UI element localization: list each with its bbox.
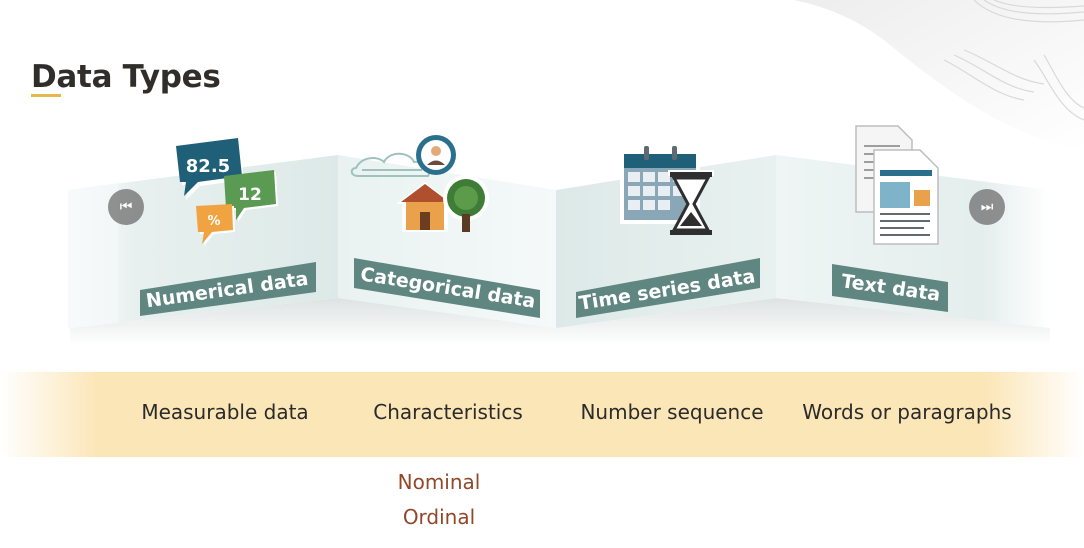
description-numerical: Measurable data xyxy=(141,400,309,424)
descriptions-band xyxy=(0,372,1084,457)
house-roof xyxy=(401,184,449,202)
banner-shadow xyxy=(70,298,1050,345)
bubble-value-percent: % xyxy=(207,214,220,229)
calendar-hourglass-icon xyxy=(620,146,714,235)
subtype-nominal: Nominal xyxy=(397,470,481,494)
description-time-series: Number sequence xyxy=(580,400,764,424)
subtype-ordinal: Ordinal xyxy=(402,505,476,529)
description-categorical: Characteristics xyxy=(373,400,523,424)
cloud-icon xyxy=(350,152,431,177)
numbers-bubbles-icon: 82.5 12 % xyxy=(176,138,278,246)
bubble-value-82-5: 82.5 xyxy=(186,156,230,177)
page-title: Data Types xyxy=(31,58,221,95)
label-ribbon-categorical xyxy=(354,258,540,318)
label-ribbon-numerical xyxy=(140,262,316,316)
label-ribbon-time-series xyxy=(576,258,760,318)
house-tree-person-icon xyxy=(350,135,489,232)
skip-next-icon[interactable]: ⏭ xyxy=(969,189,1005,225)
label-ribbon-text xyxy=(832,264,948,312)
data-types-folded-banner: Numerical data Categorical data Time ser… xyxy=(68,125,1050,345)
description-text: Words or paragraphs xyxy=(802,400,1012,424)
documents-icon xyxy=(855,125,939,245)
title-underline xyxy=(31,94,61,97)
bubble-value-12: 12 xyxy=(238,185,262,205)
skip-previous-icon[interactable]: ⏮ xyxy=(108,189,144,225)
decorative-corner-pattern xyxy=(794,0,1084,150)
